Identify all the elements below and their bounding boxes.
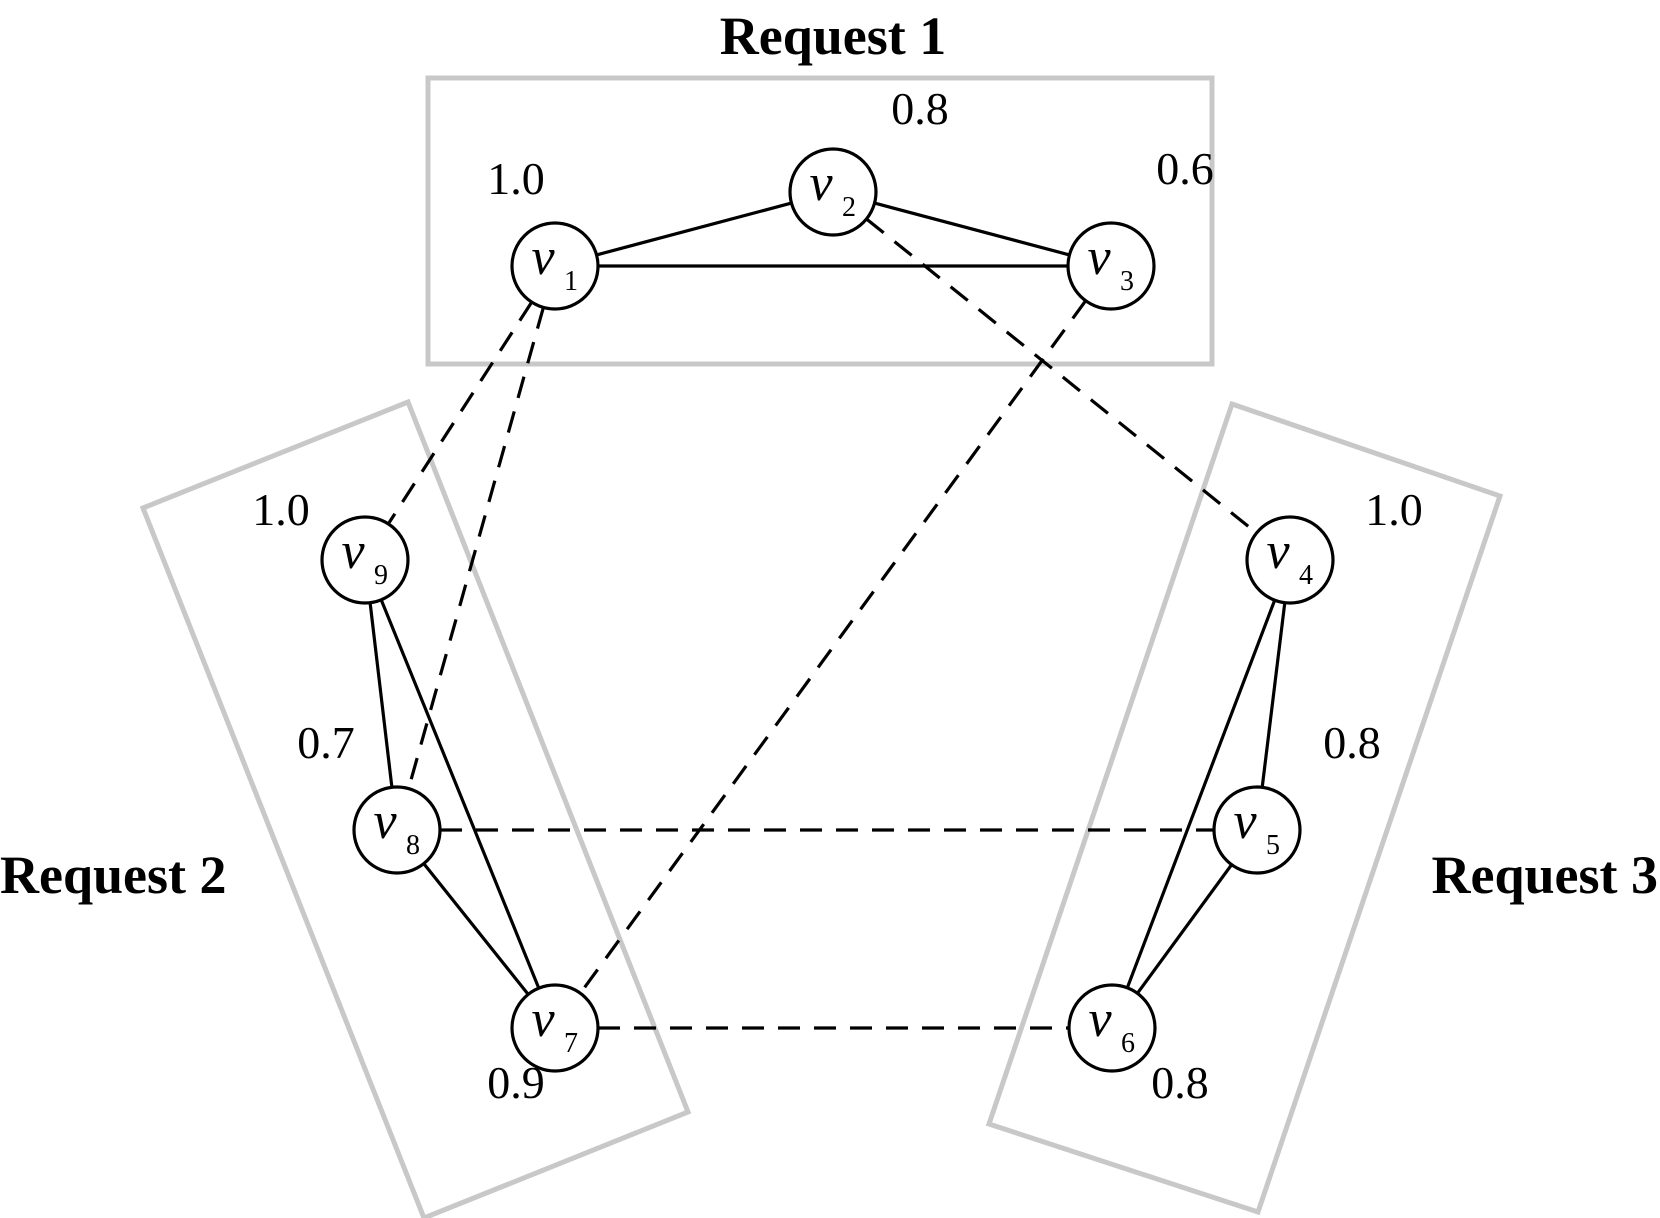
node-subscript-v5: 5 [1266,830,1280,861]
edge-v1-v2 [596,201,792,257]
node-label-v2: v [809,155,833,212]
group-box-request1 [425,75,1215,367]
node-weight-v3: 0.6 [1156,143,1214,194]
node-label-v9: v [341,523,365,580]
group-titles: Request 1 Request 2 Request 3 [0,6,1658,905]
node-circle-v5 [1212,785,1302,875]
node-circle-v7 [510,983,600,1073]
group-title-request1: Request 1 [720,6,947,66]
node-circle-v4 [1245,515,1335,605]
node-circle-v9 [320,515,410,605]
node-subscript-v8: 8 [406,830,420,861]
node-weight-v7: 0.9 [487,1057,545,1108]
node-label-v3: v [1087,229,1111,286]
node-circle-v8 [352,785,442,875]
node-subscript-v4: 4 [1299,560,1313,591]
node-label-v1: v [531,229,555,286]
node-label-v8: v [373,793,397,850]
node-weight-v2: 0.8 [891,83,949,134]
edge-v2-v3 [874,201,1070,257]
node-subscript-v2: 2 [842,192,856,223]
node-subscript-v7: 7 [564,1028,578,1059]
node-circle-v1 [510,221,600,311]
edge-v1-v9 [386,301,534,525]
node-weight-v8: 0.7 [297,717,355,768]
node-label-v5: v [1233,793,1257,850]
edge-v2-v4 [865,217,1258,535]
edge-v4-v5 [1260,602,1287,788]
node-label-v6: v [1088,991,1112,1048]
edge-v5-v6 [1136,863,1233,995]
node-subscript-v6: 6 [1121,1028,1135,1059]
node-subscript-v3: 3 [1120,266,1134,297]
edges [368,201,1287,1030]
edge-v8-v7 [422,862,530,996]
group-title-request2: Request 2 [0,845,227,905]
edge-v9-v7 [379,599,541,989]
node-circle-v6 [1067,983,1157,1073]
node-weight-v5: 0.8 [1323,717,1381,768]
edge-v9-v8 [368,602,394,788]
group-boxes [139,75,1504,1218]
node-weight-v4: 1.0 [1365,484,1423,535]
node-subscript-v1: 1 [564,266,578,297]
node-subscript-v9: 9 [374,560,388,591]
node-circle-v3 [1066,221,1156,311]
node-weight-v6: 0.8 [1151,1057,1209,1108]
group-box-request2 [139,398,692,1218]
node-circle-v2 [788,147,878,237]
group-box-request3 [985,400,1504,1216]
node-label-v4: v [1266,523,1290,580]
node-label-v7: v [531,991,555,1048]
edge-v4-v6 [1125,599,1277,989]
group-title-request3: Request 3 [1432,845,1659,905]
edge-v1-v8 [407,306,545,790]
node-weight-v9: 1.0 [252,484,310,535]
edge-v3-v7 [579,299,1087,995]
node-weight-v1: 1.0 [487,153,545,204]
node-weights: 1.0 0.8 0.6 1.0 0.8 0.8 0.9 0.7 1.0 [252,83,1423,1108]
